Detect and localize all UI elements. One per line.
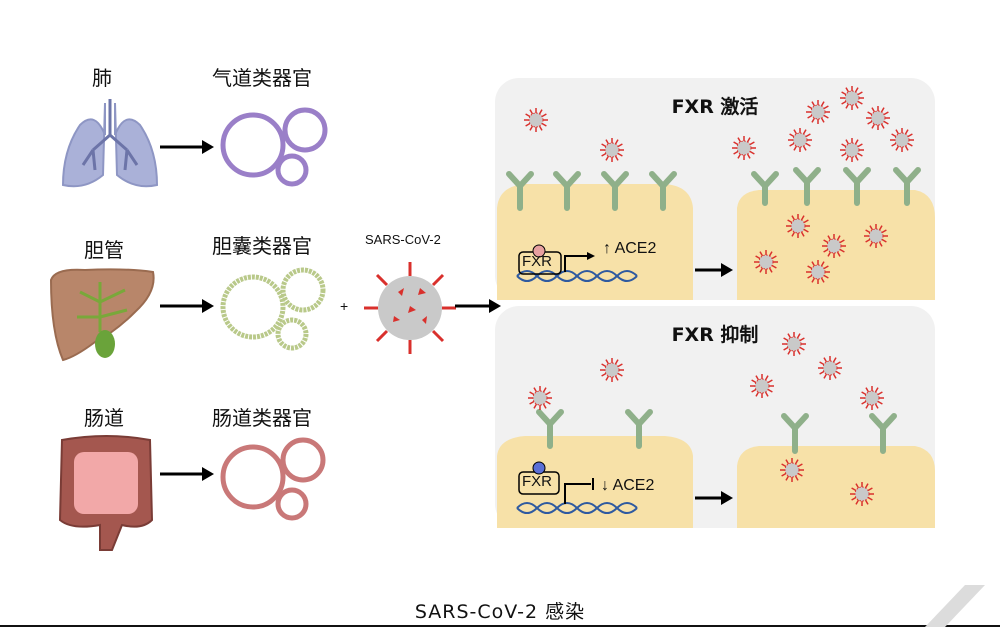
virus-particle-icon <box>866 106 890 130</box>
fxr-label-inhibition: FXR <box>522 473 552 490</box>
virus-particle-icon <box>754 250 778 274</box>
organoid-label-intestine: 肠道类器官 <box>212 406 312 430</box>
virus-particle-icon <box>864 224 888 248</box>
virus-particle-icon <box>786 214 810 238</box>
virus-particle-icon <box>890 128 914 152</box>
virus-particle-icon <box>806 100 830 124</box>
virus-particle-icon <box>750 374 774 398</box>
liver-icon <box>49 268 155 362</box>
virus-particle-icon <box>732 136 756 160</box>
virus-particle-icon <box>524 108 548 132</box>
organ-label-intestine: 肠道 <box>84 406 124 430</box>
ace2-label-inhibition: ↓ ACE2 <box>601 477 655 494</box>
lung-icon <box>61 99 159 188</box>
arrow-virus-to-panels <box>455 299 501 313</box>
ace2-label-activation: ↑ ACE2 <box>603 240 657 257</box>
airway-organoid-rings <box>220 107 328 187</box>
virus-particle-icon <box>600 358 624 382</box>
virus-particle-icon <box>840 86 864 110</box>
virus-label: SARS-CoV-2 <box>365 232 441 247</box>
organoid-label-gallbladder: 胆囊类器官 <box>212 234 312 258</box>
arrow-intestine-to-organoid <box>160 467 214 481</box>
intestine-icon <box>58 435 154 551</box>
virus-particle-icon <box>840 138 864 162</box>
virus-particle-icon <box>860 386 884 410</box>
virus-particle-icon <box>780 458 804 482</box>
gallbladder-organoid-rings <box>220 267 326 351</box>
organ-label-lung: 肺 <box>92 66 112 90</box>
fxr-label-activation: FXR <box>522 253 552 270</box>
organoid-label-airway: 气道类器官 <box>212 66 312 90</box>
plus-sign: + <box>340 298 349 314</box>
virus-particle-icon <box>822 234 846 258</box>
panel-title-inhibition: FXR 抑制 <box>671 324 759 346</box>
sars-cov-2-virus-icon <box>364 262 456 354</box>
corner-stripe-decoration <box>925 585 985 627</box>
virus-particle-icon <box>528 386 552 410</box>
inhibition-scene <box>497 409 935 528</box>
organ-label-bile-duct: 胆管 <box>84 238 124 262</box>
virus-particle-icon <box>782 332 806 356</box>
panel-title-activation: FXR 激活 <box>671 96 759 118</box>
bottom-rule <box>0 625 1000 627</box>
virus-particle-icon <box>788 128 812 152</box>
intestine-organoid-rings <box>220 437 326 521</box>
virus-particle-icon <box>600 138 624 162</box>
virus-particle-icon <box>818 356 842 380</box>
virus-particle-icon <box>806 260 830 284</box>
figure-caption: SARS-CoV-2 感染 <box>414 601 586 623</box>
virus-particle-icon <box>850 482 874 506</box>
arrow-liver-to-organoid <box>160 299 214 313</box>
arrow-lung-to-organoid <box>160 140 214 154</box>
